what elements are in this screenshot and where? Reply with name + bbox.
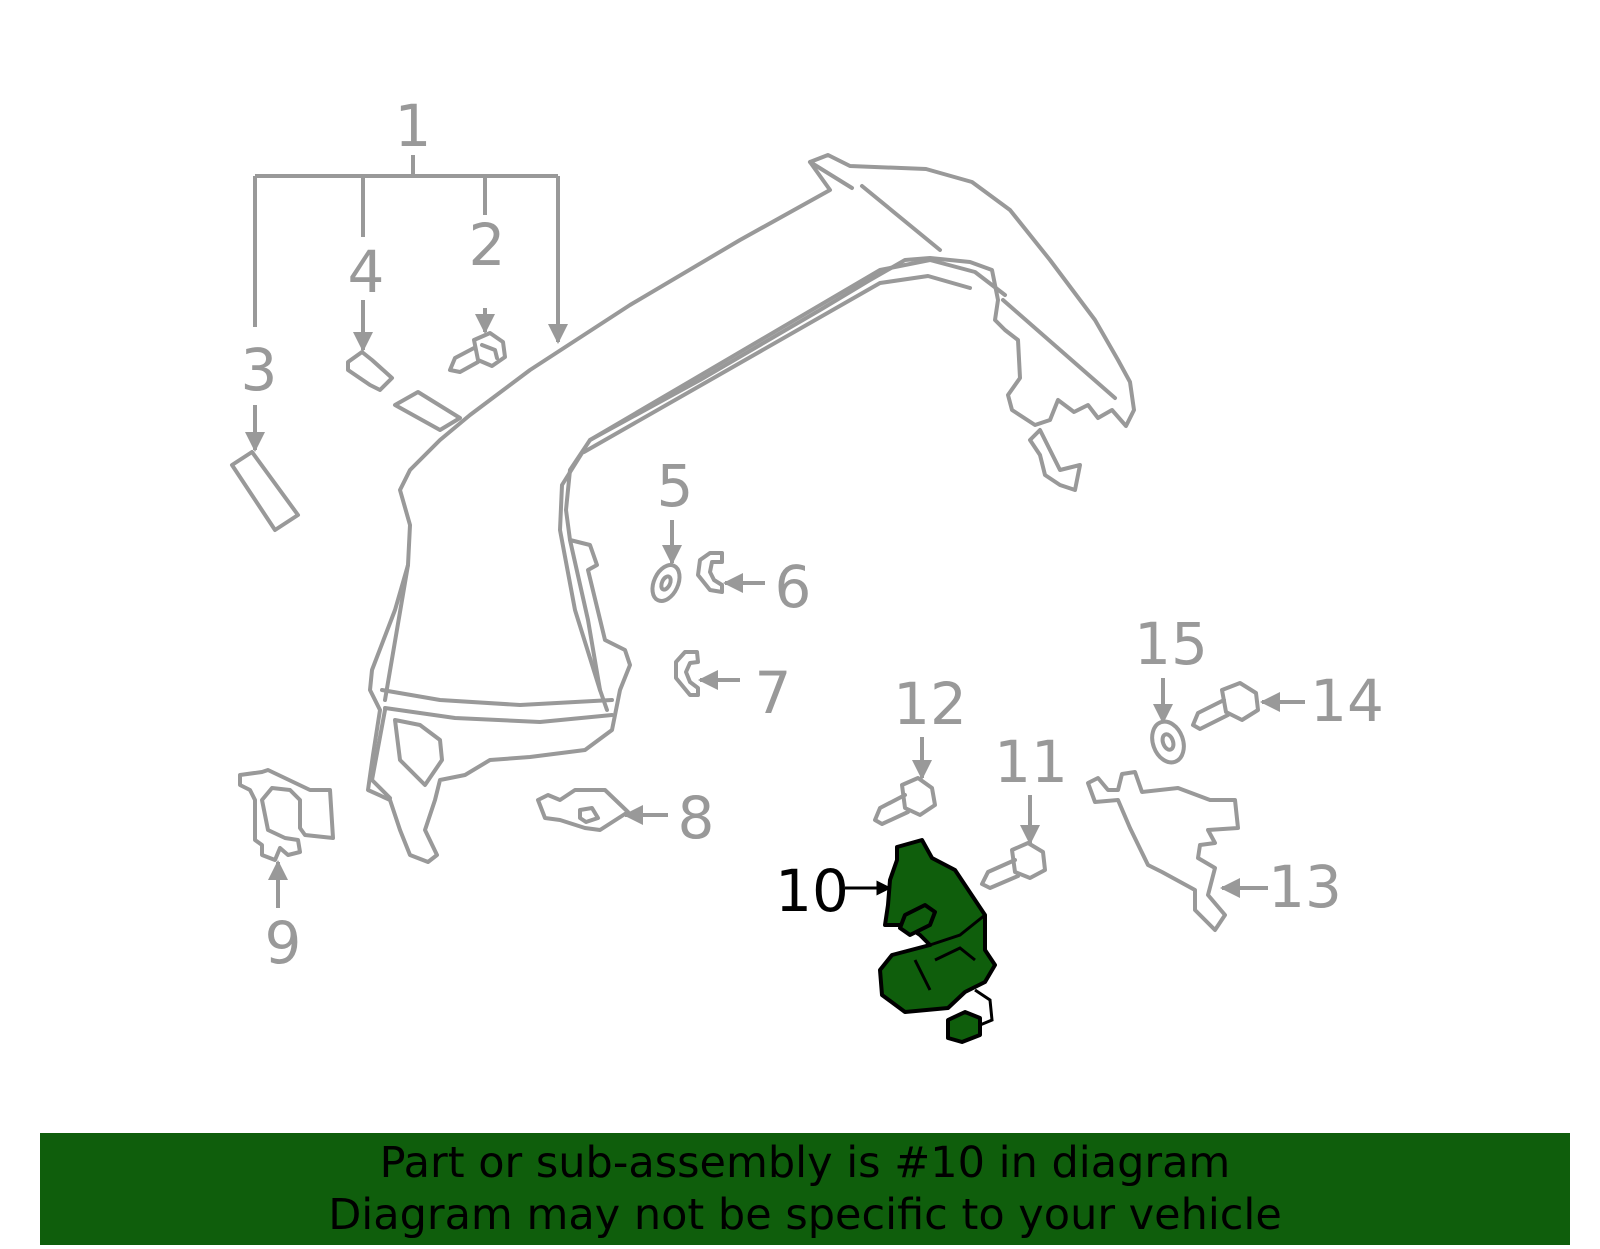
callout-12: 12 (893, 670, 967, 738)
callout-9: 9 (265, 909, 302, 977)
callout-14: 14 (1310, 667, 1384, 735)
callout-labels: 1 2 3 4 5 6 7 8 9 10 11 12 13 14 15 (241, 92, 1384, 977)
callout-2: 2 (469, 211, 506, 279)
callout-11: 11 (994, 728, 1068, 796)
part-14-bolt (1191, 681, 1260, 731)
parts-diagram: 1 2 3 4 5 6 7 8 9 10 11 12 13 14 15 (230, 92, 1384, 1044)
part-11-bolt (980, 841, 1047, 890)
callout-13: 13 (1268, 853, 1342, 921)
part-8-outline (536, 788, 630, 832)
part-10-highlighted[interactable] (878, 838, 997, 1044)
part-15-washer (1150, 719, 1186, 765)
info-banner: Part or sub-assembly is #10 in diagram D… (40, 1133, 1570, 1245)
callout-4: 4 (348, 238, 385, 306)
callout-7: 7 (755, 659, 792, 727)
quarter-panel-outline (366, 153, 1136, 864)
callout-10[interactable]: 10 (775, 857, 849, 925)
callout-8: 8 (678, 784, 715, 852)
callout-1: 1 (395, 92, 432, 160)
banner-line-1: Part or sub-assembly is #10 in diagram (379, 1138, 1231, 1188)
banner-line-2: Diagram may not be specific to your vehi… (328, 1190, 1282, 1240)
callout-6: 6 (775, 553, 812, 621)
part-12-bolt (873, 776, 937, 826)
callout-5: 5 (657, 452, 694, 520)
part-2-bolt (448, 331, 507, 374)
part-5-washer (650, 563, 682, 603)
part-3-outline (230, 450, 300, 532)
part-13-outline (1086, 770, 1240, 932)
part-9-outline (238, 768, 335, 862)
callout-15: 15 (1134, 610, 1208, 678)
callout-1-bracket (253, 155, 568, 344)
part-4-outline (346, 350, 394, 392)
callout-3: 3 (241, 336, 278, 404)
part-6-clip (696, 551, 724, 594)
part-7-clip (674, 650, 700, 697)
